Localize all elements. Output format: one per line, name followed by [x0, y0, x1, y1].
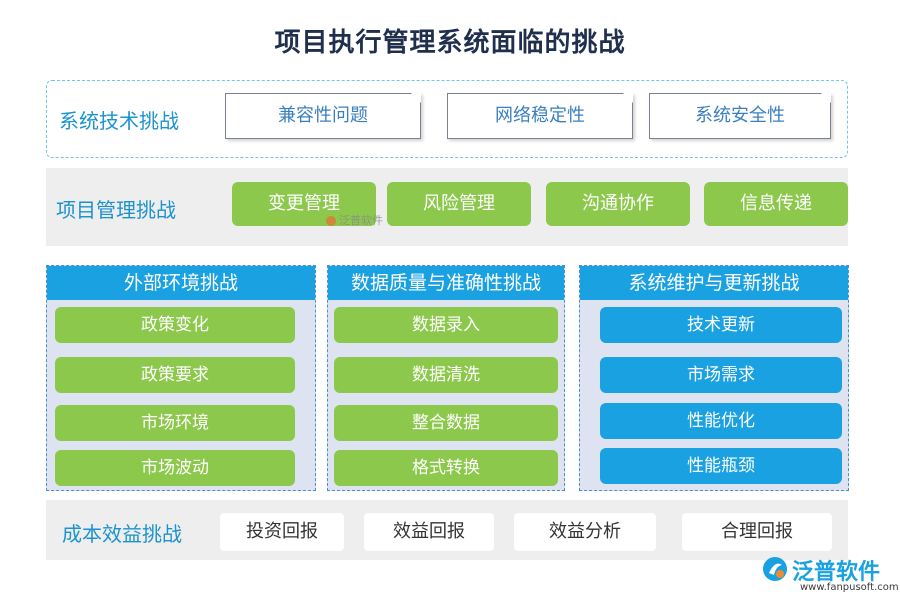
maint-item-tech-update: 技术更新: [600, 307, 842, 343]
cost-item-investment-return: 投资回报: [220, 513, 344, 551]
data-item-entry: 数据录入: [334, 307, 558, 343]
external-env-panel: 外部环境挑战 政策变化 政策要求 市场环境 市场波动: [46, 265, 316, 491]
maintenance-panel: 系统维护与更新挑战 技术更新 市场需求 性能优化 性能瓶颈: [579, 265, 849, 491]
watermark: 泛普软件: [326, 212, 383, 228]
data-item-format-conversion: 格式转换: [334, 450, 558, 486]
maint-item-performance-opt: 性能优化: [600, 403, 842, 439]
external-item-market-env: 市场环境: [55, 405, 295, 441]
tech-item-network-stability: 网络稳定性: [447, 93, 633, 139]
data-quality-title: 数据质量与准确性挑战: [328, 266, 564, 300]
page-title: 项目执行管理系统面临的挑战: [274, 28, 626, 58]
tech-item-compatibility: 兼容性问题: [225, 93, 421, 139]
brand-logo-icon: [763, 557, 787, 581]
tech-challenge-row: 系统技术挑战 兼容性问题 网络稳定性 系统安全性: [46, 80, 848, 158]
mgmt-item-communication: 沟通协作: [546, 182, 690, 226]
watermark-text: 泛普软件: [339, 214, 383, 227]
data-item-integration: 整合数据: [334, 405, 558, 441]
maintenance-title: 系统维护与更新挑战: [580, 266, 848, 300]
cost-challenge-label: 成本效益挑战: [62, 522, 182, 546]
data-quality-panel: 数据质量与准确性挑战 数据录入 数据清洗 整合数据 格式转换: [327, 265, 565, 491]
tech-challenge-label: 系统技术挑战: [59, 109, 179, 133]
data-item-cleaning: 数据清洗: [334, 357, 558, 393]
brand-url: www.fanpusoft.com: [800, 582, 899, 593]
external-item-policy-change: 政策变化: [55, 307, 295, 343]
cost-item-reasonable-return: 合理回报: [682, 513, 832, 551]
cost-item-benefit-analysis: 效益分析: [514, 513, 656, 551]
mgmt-item-change: 变更管理: [232, 182, 376, 226]
maint-item-performance-bottleneck: 性能瓶颈: [600, 448, 842, 484]
brand-name: 泛普软件: [792, 560, 881, 585]
external-item-market-fluctuation: 市场波动: [55, 450, 295, 486]
brand-logo: 泛普软件 www.fanpusoft.com: [762, 554, 899, 598]
mgmt-challenge-row: 项目管理挑战 变更管理 风险管理 沟通协作 信息传递 泛普软件: [46, 168, 848, 246]
cost-challenge-row: 成本效益挑战 投资回报 效益回报 效益分析 合理回报: [46, 500, 848, 560]
external-item-policy-requirement: 政策要求: [55, 357, 295, 393]
tech-item-security: 系统安全性: [649, 93, 831, 139]
mgmt-item-info-transfer: 信息传递: [704, 182, 848, 226]
external-env-title: 外部环境挑战: [47, 266, 315, 300]
mgmt-challenge-label: 项目管理挑战: [56, 198, 176, 222]
maint-item-market-demand: 市场需求: [600, 357, 842, 393]
watermark-logo-icon: [326, 216, 336, 226]
mgmt-item-risk: 风险管理: [387, 182, 531, 226]
cost-item-benefit-return: 效益回报: [364, 513, 494, 551]
